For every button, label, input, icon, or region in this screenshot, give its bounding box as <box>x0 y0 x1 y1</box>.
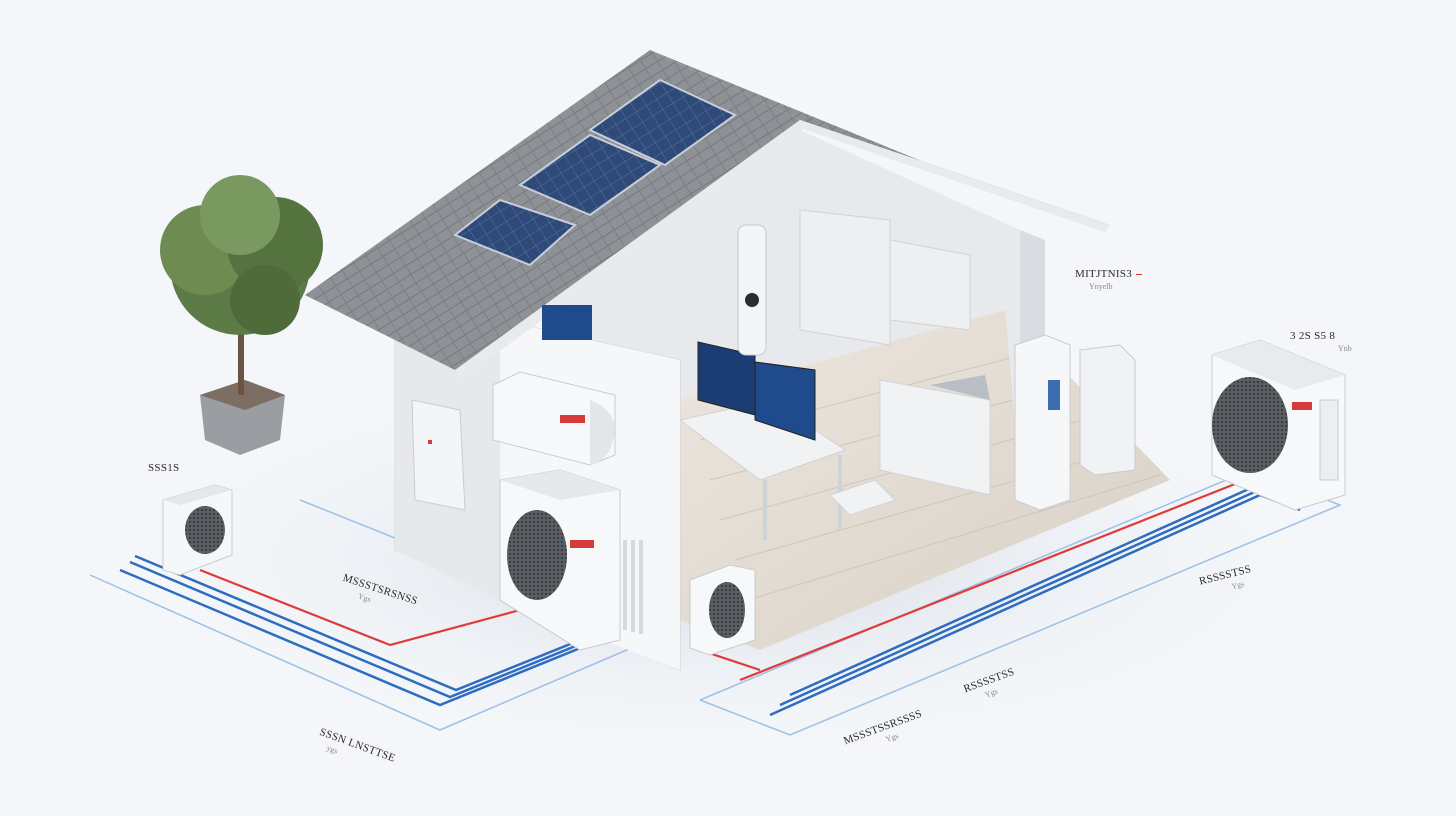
tall-cabinet-unit <box>1014 334 1136 511</box>
solar-panels <box>453 78 737 267</box>
outdoor-unit-left <box>162 484 233 576</box>
outdoor-unit-wall <box>499 469 643 651</box>
electrical-panel <box>411 399 466 511</box>
workstation <box>542 305 896 540</box>
outdoor-unit-right <box>1211 339 1346 511</box>
potted-tree <box>160 175 323 455</box>
outdoor-unit-floor <box>689 564 756 656</box>
kitchen-cabinets <box>737 209 991 496</box>
wall-ac-unit <box>492 371 616 466</box>
